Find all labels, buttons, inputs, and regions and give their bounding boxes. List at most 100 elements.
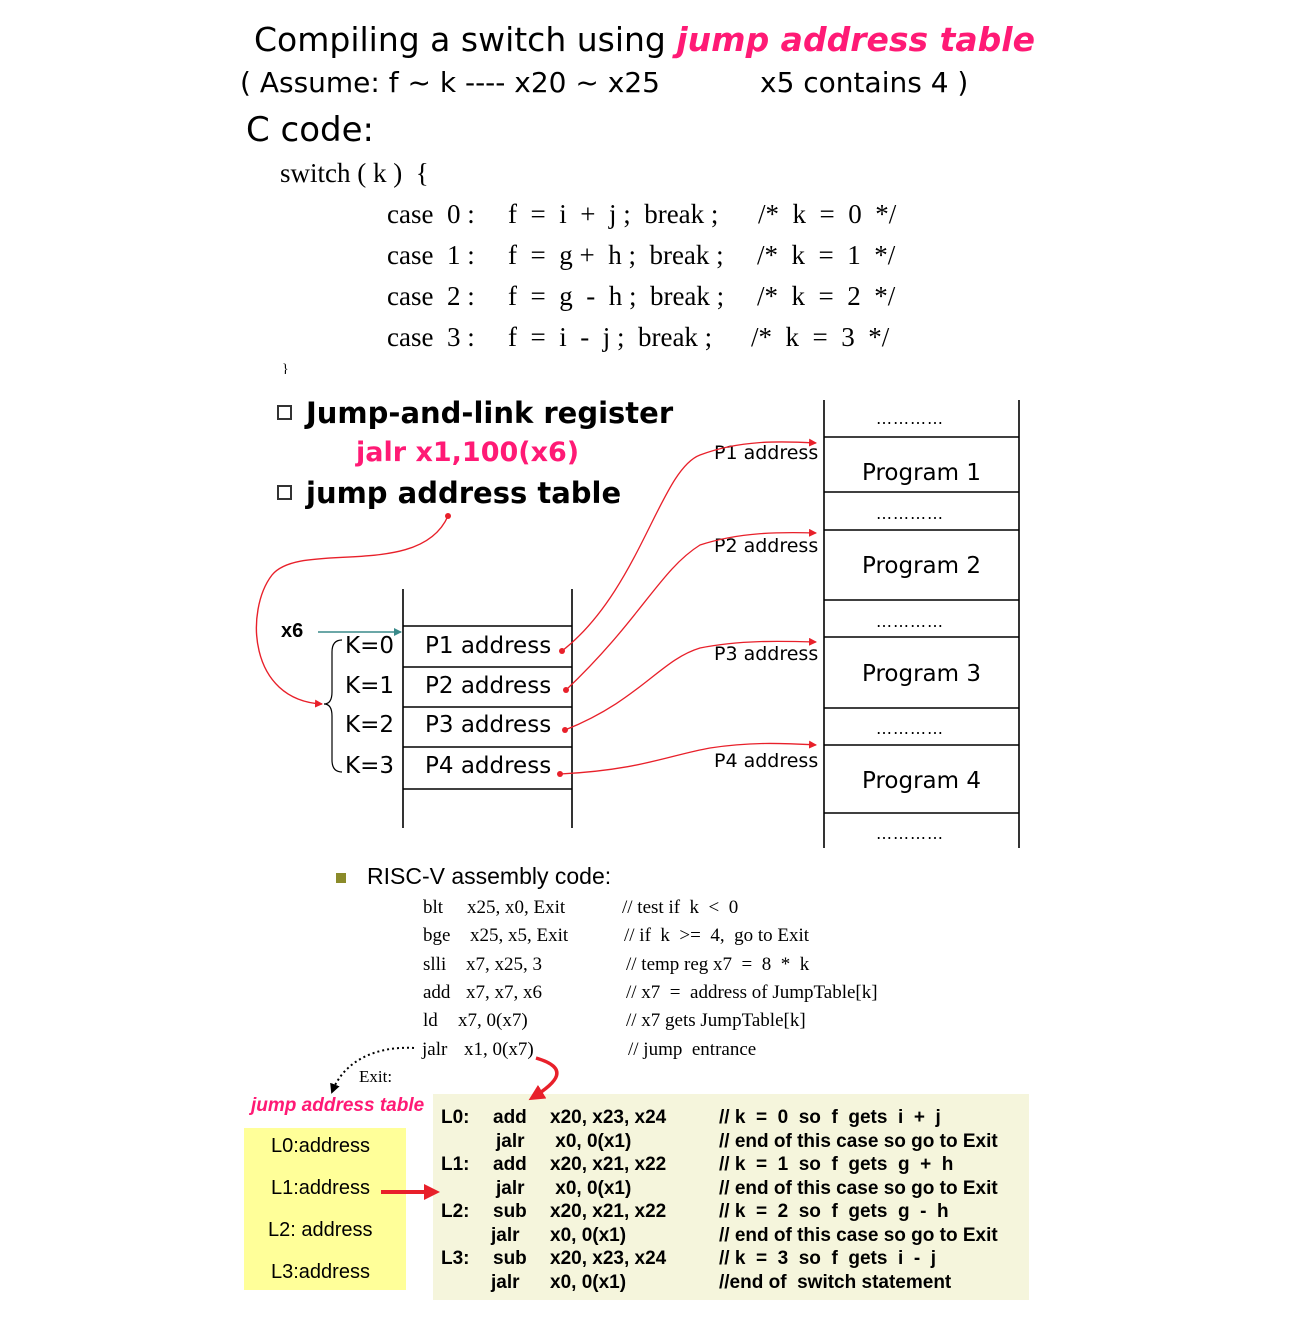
asm-op: add bbox=[423, 982, 451, 1003]
code-comment: // k = 1 so f gets g + h bbox=[719, 1154, 954, 1175]
jalr-example: jalr x1,100(x6) bbox=[356, 437, 580, 468]
asm-op: blt bbox=[423, 897, 444, 918]
code-comment: //end of switch statement bbox=[719, 1272, 952, 1293]
jump-table-heading: jump address table bbox=[306, 476, 622, 510]
square-bullet-icon bbox=[336, 873, 346, 883]
case-label: case 1 : bbox=[387, 240, 475, 270]
case-label: case 0 : bbox=[387, 199, 475, 229]
memory-gap: ………… bbox=[876, 612, 944, 631]
bullet-jalr: Jump-and-link register bbox=[277, 396, 673, 430]
code-op: jalr bbox=[491, 1272, 520, 1293]
arrow-dot bbox=[562, 727, 568, 733]
case-code-box bbox=[433, 1094, 1029, 1300]
case-comment: /* k = 0 */ bbox=[758, 199, 897, 229]
table-entry: P4 address bbox=[425, 753, 552, 779]
asm-comment: // x7 = address of JumpTable[k] bbox=[626, 982, 878, 1003]
jump-table-arrow bbox=[255, 515, 449, 708]
case-statement: f = i - j ; break ; bbox=[508, 322, 713, 352]
program-block: Program 4 bbox=[862, 768, 981, 794]
code-op: add bbox=[493, 1154, 527, 1175]
switch-line: switch ( k ) { bbox=[280, 158, 429, 188]
code-args: x0, 0(x1) bbox=[550, 1272, 627, 1293]
code-op: jalr bbox=[496, 1131, 525, 1152]
code-comment: // end of this case so go to Exit bbox=[719, 1225, 998, 1246]
jalr-entry-arrow bbox=[528, 1056, 559, 1101]
code-args: x20, x21, x22 bbox=[550, 1201, 667, 1222]
p4-arrow bbox=[559, 740, 817, 775]
asm-comment: // if k >= 4, go to Exit bbox=[624, 925, 810, 946]
asm-args: x7, 0(x7) bbox=[458, 1010, 528, 1031]
memory-gap: ………… bbox=[876, 824, 944, 843]
asm-comment: // temp reg x7 = 8 * k bbox=[626, 954, 810, 975]
assume-right: x5 contains 4 ) bbox=[760, 66, 969, 99]
exit-label: Exit: bbox=[359, 1067, 393, 1086]
asm-comment: // x7 gets JumpTable[k] bbox=[626, 1010, 806, 1031]
code-args: x20, x21, x22 bbox=[550, 1154, 667, 1175]
k-label: K=3 bbox=[345, 753, 394, 779]
k-label: K=2 bbox=[345, 712, 394, 738]
program-block: Program 3 bbox=[862, 661, 981, 687]
p3-arrow bbox=[564, 637, 817, 731]
square-bullet-icon bbox=[277, 404, 292, 420]
memory-gap: ………… bbox=[876, 504, 944, 523]
arrow-dot bbox=[559, 648, 565, 654]
table-entry: P1 address bbox=[425, 633, 552, 659]
square-bullet-icon bbox=[277, 484, 292, 500]
jump-table-box-title: jump address table bbox=[251, 1095, 425, 1116]
asm-args: x7, x7, x6 bbox=[466, 982, 542, 1003]
program-block: Program 1 bbox=[862, 460, 981, 486]
x6-label: x6 bbox=[281, 620, 304, 642]
code-args: x20, x23, x24 bbox=[550, 1248, 667, 1269]
code-args: x0, 0(x1) bbox=[550, 1178, 632, 1199]
k-brace bbox=[323, 639, 343, 773]
arrow-dot bbox=[557, 771, 563, 777]
case-comment: /* k = 1 */ bbox=[757, 240, 896, 270]
code-op: sub bbox=[493, 1201, 527, 1222]
title-highlight: jump address table bbox=[676, 20, 1035, 59]
asm-op: ld bbox=[423, 1010, 438, 1031]
arrow-dot bbox=[563, 687, 569, 693]
memory-gap: ………… bbox=[876, 719, 944, 738]
code-label: L3: bbox=[441, 1248, 470, 1269]
case-comment: /* k = 2 */ bbox=[757, 281, 896, 311]
jump-table-entry: L3:address bbox=[271, 1261, 370, 1283]
pointer-label: P2 address bbox=[714, 535, 819, 557]
memory-gap: ………… bbox=[876, 409, 944, 428]
c-code-heading: C code: bbox=[246, 110, 374, 150]
jump-table-box bbox=[244, 1128, 406, 1290]
bullet-jump-table: jump address table bbox=[277, 476, 621, 510]
jump-table-entry: L2: address bbox=[268, 1219, 373, 1241]
asm-op: jalr bbox=[422, 1039, 448, 1060]
case-statement: f = i + j ; break ; bbox=[508, 199, 719, 229]
program-block: Program 2 bbox=[862, 553, 981, 579]
case-comment: /* k = 3 */ bbox=[751, 322, 890, 352]
arrow-dot bbox=[445, 513, 451, 519]
asm-args: x7, x25, 3 bbox=[466, 954, 542, 975]
dotted-exit-arrow bbox=[330, 1046, 415, 1094]
code-op: add bbox=[493, 1107, 527, 1128]
case-label: case 2 : bbox=[387, 281, 475, 311]
pointer-label: P1 address bbox=[714, 442, 819, 464]
jalr-heading: Jump-and-link register bbox=[306, 396, 674, 430]
code-comment: // k = 2 so f gets g - h bbox=[719, 1201, 949, 1222]
code-label: L0: bbox=[441, 1107, 470, 1128]
k-label: K=1 bbox=[345, 673, 394, 699]
case-label: case 3 : bbox=[387, 322, 475, 352]
code-args: x0, 0(x1) bbox=[550, 1225, 627, 1246]
code-comment: // k = 0 so f gets i + j bbox=[719, 1107, 941, 1128]
code-op: jalr bbox=[496, 1178, 525, 1199]
asm-comment: // jump entrance bbox=[628, 1039, 757, 1060]
p1-arrow bbox=[561, 438, 817, 652]
asm-op: slli bbox=[423, 954, 447, 975]
asm-args: x25, x0, Exit bbox=[467, 897, 566, 918]
code-op: jalr bbox=[491, 1225, 520, 1246]
case-statement: f = g - h ; break ; bbox=[508, 281, 725, 311]
switch-closing-brace: } bbox=[282, 362, 289, 374]
pointer-label: P3 address bbox=[714, 643, 819, 665]
assembly-heading: RISC-V assembly code: bbox=[367, 863, 612, 889]
case-statement: f = g + h ; break ; bbox=[508, 240, 724, 270]
code-args: x20, x23, x24 bbox=[550, 1107, 667, 1128]
asm-args: x1, 0(x7) bbox=[464, 1039, 534, 1060]
pointer-label: P4 address bbox=[714, 750, 819, 772]
